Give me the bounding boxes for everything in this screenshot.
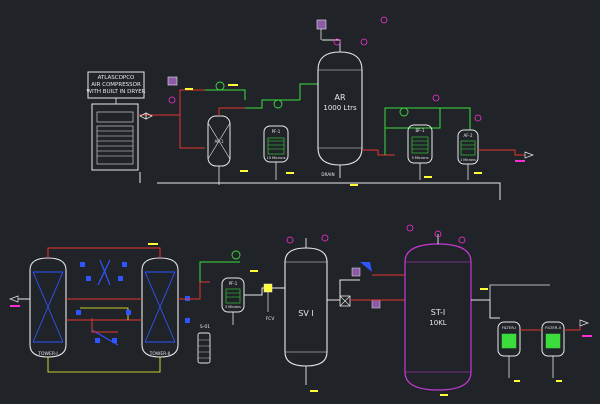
silencer-label: S-01 — [200, 324, 210, 330]
storage-tank-st1: ST-I 10KL — [404, 243, 472, 391]
pressure-gauge-icon — [168, 96, 176, 104]
pressure-switch-icon — [167, 76, 178, 86]
pressure-gauge-icon — [333, 38, 341, 46]
ar-drain-label: DRAIN — [321, 172, 334, 177]
filter-af2: AF-2 1 Microns — [457, 129, 479, 180]
filter-2-tag: FILTER-II — [545, 325, 561, 330]
bf1-rating: 5 Microns — [412, 156, 429, 160]
ar-capacity: 1000 Ltrs — [323, 104, 357, 112]
surge-vessel-sv1: SV I — [284, 247, 328, 385]
tower-1-label: TOWER-I — [37, 351, 57, 357]
silencer-s01: S-01 — [197, 324, 211, 364]
st1-capacity: 10KL — [429, 319, 446, 327]
ar-name: AR — [334, 93, 345, 102]
tower-2-label: TOWER-II — [149, 351, 171, 357]
safety-valve-icon — [316, 19, 327, 30]
air-compressor: ATLASCOPCO AIR COMPRESSOR WITH BUILT IN … — [87, 71, 146, 171]
pf2-rating: 5 Microns — [225, 305, 241, 309]
pf1-rating: 10 Microns — [266, 156, 285, 160]
flow-control-valve: FCV — [263, 283, 276, 322]
pipe-drain-header — [157, 182, 501, 200]
bf1-tag: BF-1 — [415, 128, 424, 133]
pipe-tower-bottom — [47, 357, 161, 373]
control-valve-box — [339, 295, 351, 307]
af2-tag: AF-2 — [463, 133, 472, 138]
compressor-label-line-1: ATLASCOPCO — [98, 75, 135, 81]
outlet-arrow-icon — [524, 151, 534, 159]
filter-1: FILTER-I — [497, 321, 521, 378]
air-receiver-ar: AR 1000 Ltrs DRAIN — [317, 51, 363, 178]
filter-1-tag: FILTER-I — [502, 325, 517, 330]
filter-bf1: BF-1 5 Microns — [407, 124, 433, 180]
pf2-tag: PF-1 — [229, 281, 238, 286]
fcv-label: FCV — [266, 316, 276, 322]
instrument-tag-markers — [10, 84, 592, 396]
pipe-tower-top — [47, 247, 161, 258]
prefilter-pf1: PF-1 10 Microns — [263, 125, 289, 180]
compressor-label-line-2: AIR COMPRESSOR — [91, 82, 141, 88]
pf1-tag: PF-1 — [272, 129, 281, 134]
flow-indicator-icon — [273, 99, 283, 109]
dryer-vessel-af1: AF-1 — [207, 115, 231, 185]
pipe-compressor-outlet — [138, 89, 205, 116]
outlet-arrow-icon — [579, 319, 589, 327]
filter-2: FILTER-II — [541, 321, 565, 378]
valve-icon — [139, 112, 147, 120]
st1-name: ST-I — [431, 308, 445, 317]
af1-tag: AF-1 — [214, 139, 223, 144]
compressor-label-line-3: WITH BUILT IN DRYER — [87, 89, 146, 95]
tower-1: TOWER-I — [29, 257, 67, 358]
tower-2: TOWER-II — [141, 257, 179, 358]
af2-rating: 1 Microns — [460, 158, 476, 162]
inlet-arrow-icon — [9, 295, 19, 303]
sv1-name: SV I — [298, 309, 313, 318]
prefilter-pf1-bottom: PF-1 5 Microns — [221, 277, 245, 325]
flow-indicator-icon — [215, 81, 225, 91]
